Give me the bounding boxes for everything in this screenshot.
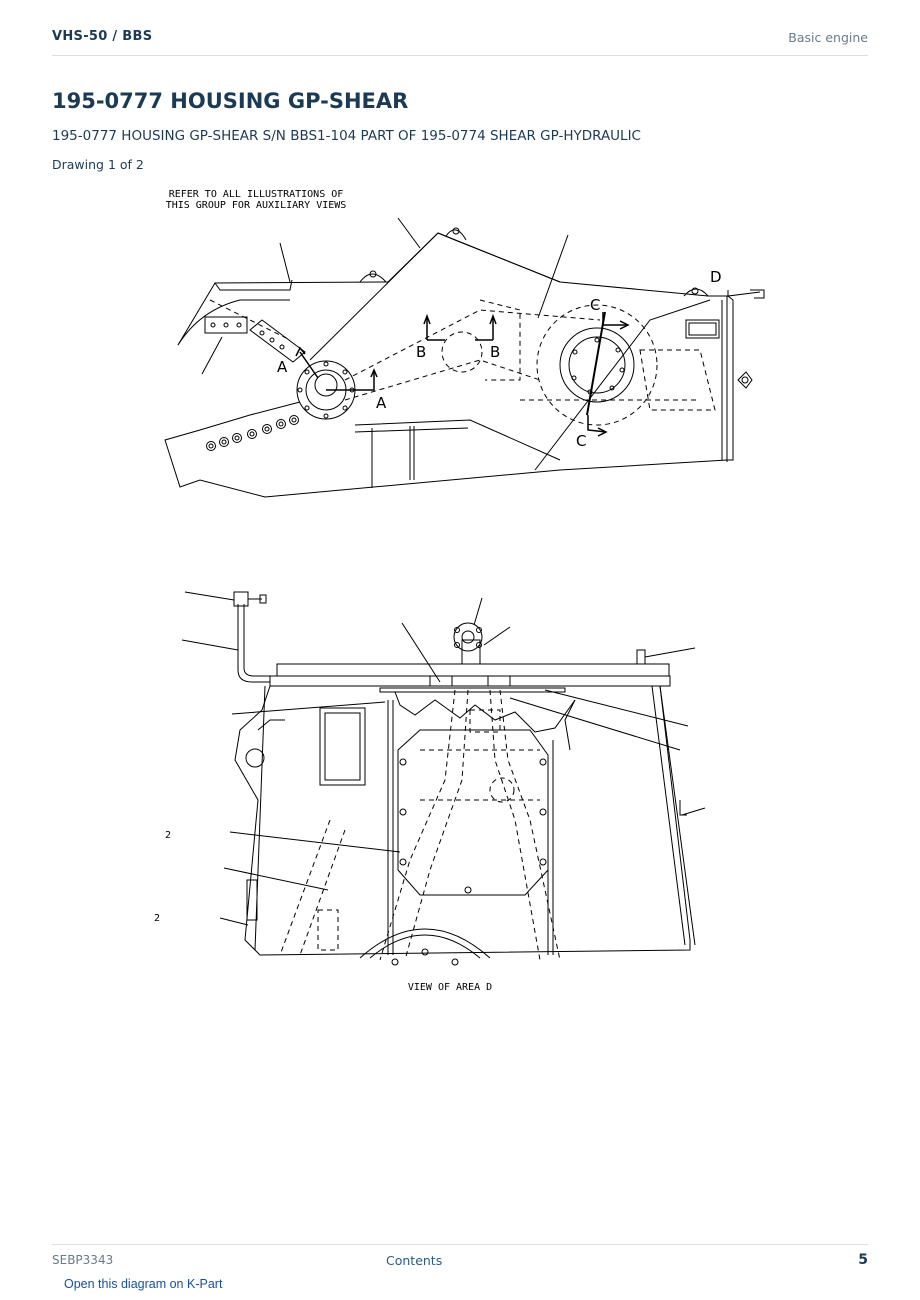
page-number: 5: [858, 1252, 868, 1268]
header-divider: [52, 55, 868, 56]
detail-d-label: D: [710, 268, 722, 286]
view-caption: VIEW OF AREA D: [408, 982, 492, 993]
housing-area-d-view: 2 2: [154, 591, 706, 966]
document-id: SEBP3343: [52, 1253, 114, 1267]
housing-top-view: A A B B C C D: [164, 217, 765, 498]
section-c-label-2: C: [576, 432, 586, 450]
diagram-note-line-2: THIS GROUP FOR AUXILIARY VIEWS: [166, 200, 347, 211]
ref-label-2a: 2: [165, 830, 171, 841]
drawing-counter: Drawing 1 of 2: [52, 157, 144, 172]
contents-link[interactable]: Contents: [386, 1253, 443, 1268]
ref-label-2b: 2: [154, 913, 160, 924]
section-c-label-1: C: [590, 296, 600, 314]
kpart-link[interactable]: Open this diagram on K-Part: [64, 1277, 223, 1291]
section-a-label-2: A: [376, 394, 387, 412]
page-title: 195-0777 HOUSING GP-SHEAR: [52, 89, 409, 113]
section-name: Basic engine: [788, 30, 868, 45]
section-b-label-1: B: [416, 343, 426, 361]
footer-divider: [52, 1244, 868, 1245]
section-a-label-1: A: [277, 358, 288, 376]
parts-diagram: REFER TO ALL ILLUSTRATIONS OF THIS GROUP…: [154, 189, 765, 993]
model-breadcrumb: VHS-50 / BBS: [52, 29, 153, 44]
diagram-note-line-1: REFER TO ALL ILLUSTRATIONS OF: [169, 189, 344, 200]
section-b-label-2: B: [490, 343, 500, 361]
page-subtitle: 195-0777 HOUSING GP-SHEAR S/N BBS1-104 P…: [52, 128, 641, 144]
